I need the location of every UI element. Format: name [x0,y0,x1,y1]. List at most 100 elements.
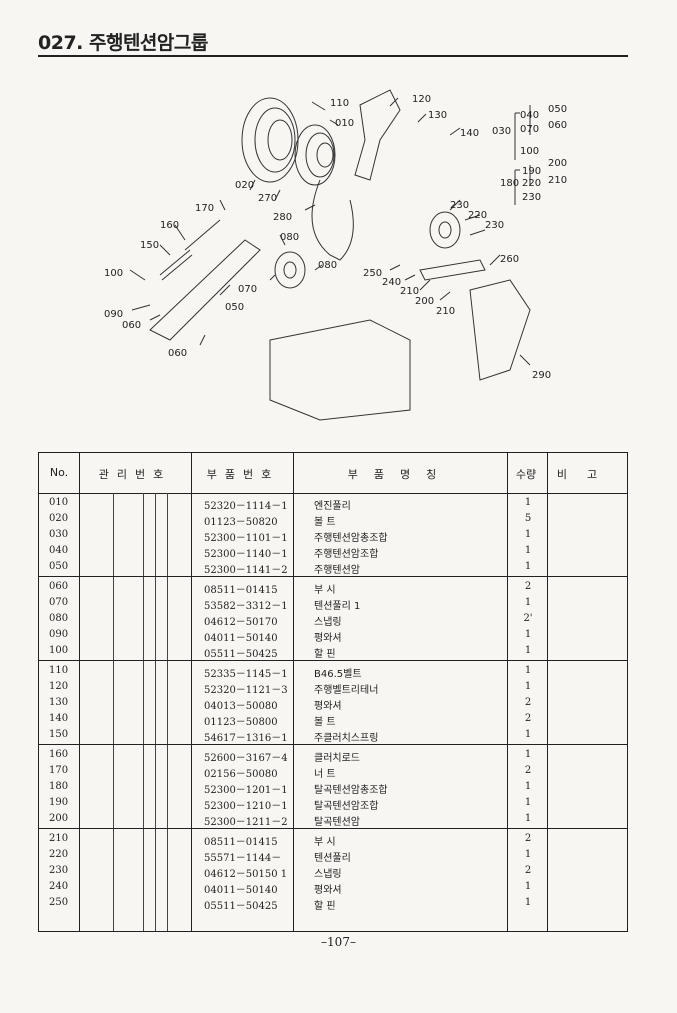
cell-no: 150 [49,729,69,740]
cell-qty: 1 [524,881,532,892]
label-080-a: 080 [280,232,299,243]
cell-no: 250 [49,897,69,908]
cell-qty: 2' [523,613,533,624]
label-210-low: 210 [436,306,455,317]
header-part-no: 부품번호 [206,468,280,481]
cell-part-no: 08511－01415 [204,837,278,848]
col-divider [507,453,508,931]
cell-part-no: 52300－1211－2 [204,817,288,828]
label-050-top: 050 [548,104,567,115]
cell-part-no: 04612－50150 1 [204,869,288,880]
cell-part-name: 주행텐션암조합 [314,549,379,560]
cell-no: 210 [49,833,69,844]
label-020: 020 [235,180,254,191]
label-140: 140 [460,128,479,139]
cell-part-name: 텐션풀리 [314,853,351,864]
cell-qty: 2 [524,713,532,724]
cell-part-name: 스냅링 [314,617,342,628]
cell-qty: 2 [524,765,532,776]
cell-part-no: 52600－3167－4 [204,753,288,764]
label-250: 250 [363,268,382,279]
exploded-parts-diagram: 110 010 120 130 140 030 040 050 070 060 … [104,89,567,421]
cell-qty: 5 [524,513,532,524]
cell-qty: 1 [524,681,532,692]
frame-shape [269,319,411,421]
cell-part-name: 탈곡텐션암총조합 [314,785,388,796]
label-120: 120 [412,94,431,105]
col-divider [547,453,548,931]
cell-part-no: 04011－50140 [204,633,278,644]
col-divider [79,453,80,931]
label-060-a: 060 [122,320,141,331]
cell-part-name: 텐션풀리 1 [314,601,361,612]
cell-part-name: 탈곡텐션암 [314,817,360,828]
cell-part-name: 엔진풀리 [314,501,351,512]
header-qty: 수량 [515,468,537,481]
label-130: 130 [428,110,447,121]
label-110: 110 [330,98,349,109]
label-060-b: 060 [168,348,187,359]
label-170: 170 [195,203,214,214]
cell-qty: 2 [524,865,532,876]
table-header: No. 관리번호 부품번호 부품명칭 수량 비고 [39,453,627,494]
cell-qty: 1 [524,665,532,676]
label-220-top: 220 [522,178,541,189]
label-150: 150 [140,240,159,251]
cell-part-no: 04013－50080 [204,701,278,712]
col-divider [191,453,192,931]
cell-no: 120 [49,681,69,692]
cell-no: 090 [49,629,69,640]
cell-qty: 1 [524,729,532,740]
cell-part-name: 볼 트 [314,517,336,528]
cell-part-name: 스냅링 [314,869,342,880]
cell-no: 220 [49,849,69,860]
label-280: 280 [273,212,292,223]
cell-no: 170 [49,765,69,776]
cell-part-name: 볼 트 [314,717,336,728]
label-040-top: 040 [520,110,539,121]
tension-arm-2-shape [419,259,486,281]
cell-qty: 1 [524,561,532,572]
belt-shape [311,179,354,261]
cell-qty: 1 [524,529,532,540]
header-mgmt-no: 관리번호 [98,468,172,481]
cell-qty: 1 [524,749,532,760]
cell-part-name: 너 트 [314,769,336,780]
cell-part-no: 52320－1114－1 [204,501,288,512]
cell-no: 030 [49,529,69,540]
cell-part-name: 주클러치스프링 [314,733,379,744]
cell-qty: 1 [524,597,532,608]
col-divider [293,453,294,931]
cell-part-name: 평와셔 [314,633,342,644]
cell-part-no: 52300－1201－1 [204,785,288,796]
label-050: 050 [225,302,244,313]
cell-part-no: 01123－50800 [204,717,278,728]
cell-qty: 1 [524,545,532,556]
cell-part-no: 52300－1210－1 [204,801,288,812]
label-070: 070 [238,284,257,295]
label-240: 240 [382,277,401,288]
cell-part-name: 부 시 [314,837,336,848]
title-rule [38,55,628,57]
cell-part-no: 55571－1144－ [204,853,282,864]
page-number: –107– [321,935,356,949]
label-080-b: 080 [318,260,337,271]
cell-part-name: 주행텐션암 [314,565,360,576]
